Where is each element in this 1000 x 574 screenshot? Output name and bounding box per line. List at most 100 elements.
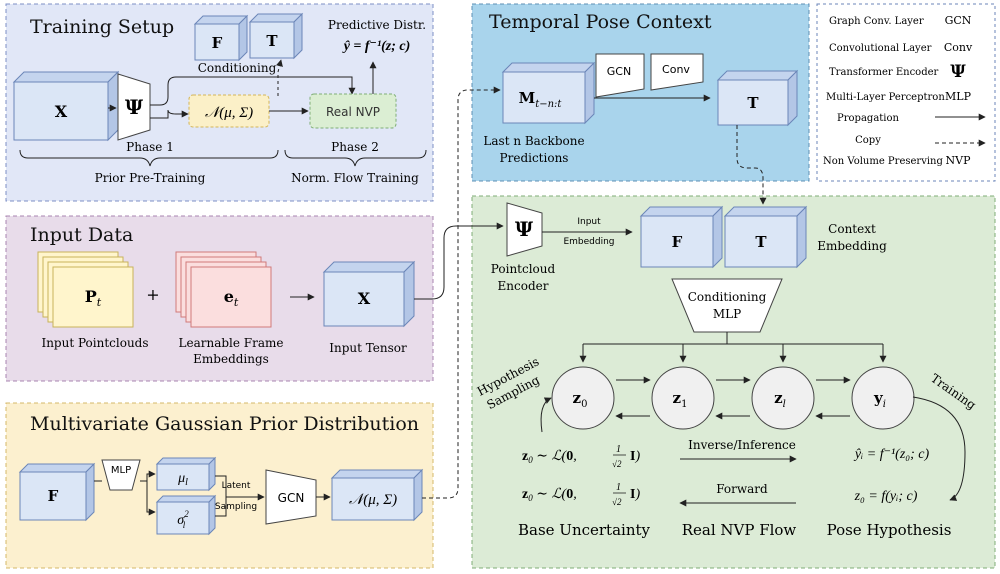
phase2-title: Phase 2 <box>331 140 379 154</box>
encoder-label-2: Encoder <box>498 279 549 293</box>
fwd-formula: z₀ = f(yᵢ; c) <box>854 489 918 504</box>
legend-abbr-0: GCN <box>945 14 972 27</box>
cond-f-symbol: F <box>212 34 223 52</box>
inverse-label: Inverse/Inference <box>688 438 796 452</box>
svg-text:σ2l: σ2l <box>177 509 189 530</box>
phase1-brace <box>19 149 279 167</box>
sigma-symbol: σ <box>177 513 185 528</box>
input-title: Input Data <box>30 224 133 246</box>
legend-abbr-3: MLP <box>945 90 972 103</box>
flow-f-symbol: F <box>672 233 683 251</box>
svg-text:Mt−n:t: Mt−n:t <box>519 89 563 110</box>
temporal-t-box: T <box>716 69 799 127</box>
predictive-title: Predictive Distr. <box>328 18 426 32</box>
yi-symbol: y <box>873 389 884 407</box>
gaussian-normal-box: 𝒩(μ, Σ) <box>330 468 424 522</box>
conditioning-label: Conditioning <box>198 61 277 75</box>
legend-label-3: Multi-Layer Perceptron <box>826 92 945 103</box>
z1-sub: 1 <box>681 399 687 410</box>
training-cond-t: T <box>248 12 304 60</box>
base-formula-top: z0 ∼ ℒ(0, 1 √2 I) <box>522 444 640 469</box>
legend-label-2: Transformer Encoder <box>829 67 939 78</box>
mu-sub: l <box>185 477 188 488</box>
gaussian-label: 𝒩(μ, Σ) <box>205 105 253 121</box>
embedding-symbol: e <box>224 287 234 306</box>
latent-label-2: Sampling <box>215 502 257 512</box>
gaussian-mlp-label: MLP <box>111 465 131 476</box>
node-yi: yi <box>851 366 915 430</box>
context-label-1: Context <box>828 222 876 236</box>
conditioning-mlp: Conditioning MLP <box>671 278 783 333</box>
training-gaussian-box: 𝒩(μ, Σ) <box>188 94 270 128</box>
gaussian-mu-box: μl <box>155 456 217 492</box>
training-title: Training Setup <box>30 16 174 38</box>
norm-flow-label: Norm. Flow Training <box>291 171 419 185</box>
node-z1: z1 <box>651 366 715 430</box>
realnvp-label: Real NVP <box>326 105 380 119</box>
node-z0: z0 <box>551 366 615 430</box>
context-label-2: Embedding <box>817 239 887 253</box>
input-tensor-box: X <box>322 260 416 328</box>
tensor-label: Input Tensor <box>329 341 407 355</box>
gaussian-title: Multivariate Gaussian Prior Distribution <box>30 413 419 435</box>
zl-symbol: z <box>774 389 783 407</box>
embedding-label-1: Learnable Frame <box>179 336 284 350</box>
psi-symbol: Ψ <box>125 95 144 119</box>
gaussian-f-box: F <box>18 462 96 522</box>
embedding-stack: et <box>175 251 272 328</box>
gaussian-f-symbol: F <box>48 487 59 505</box>
input-embedding-label-1: Input <box>577 217 601 227</box>
cond-t-symbol: T <box>266 32 278 50</box>
svg-text:I): I) <box>630 449 640 464</box>
pose-hypothesis-label: Pose Hypothesis <box>827 521 952 539</box>
legend-abbr-6: NVP <box>946 154 972 167</box>
sigma-sup: 2 <box>184 509 189 519</box>
flow-psi-block: Ψ <box>506 202 543 257</box>
flow-psi-symbol: Ψ <box>515 217 534 241</box>
training-x-box: X <box>12 70 120 142</box>
svg-text:z1: z1 <box>673 389 688 410</box>
flow-t-symbol: T <box>755 233 767 251</box>
gaussian-normal-label: 𝒩(μ, Σ) <box>349 492 397 508</box>
mu-symbol: μ <box>177 471 185 486</box>
legend-label-4: Propagation <box>837 113 899 124</box>
gaussian-gcn: GCN <box>265 469 317 525</box>
legend-abbr-2: Ψ <box>950 62 966 82</box>
flow-f-box: F <box>639 205 724 269</box>
cond-mlp-label-1: Conditioning <box>688 290 767 304</box>
legend-label-6: Non Volume Preserving <box>823 156 943 167</box>
z0-symbol: z <box>573 389 582 407</box>
input-embedding-label-2: Embedding <box>563 237 614 247</box>
svg-text:z0 ∼ ℒ(0,: z0 ∼ ℒ(0, <box>522 487 577 503</box>
temporal-conv-label: Conv <box>662 63 690 76</box>
pointcloud-stack: Pt <box>37 251 134 328</box>
m-symbol: M <box>519 89 536 107</box>
svg-text:√2: √2 <box>612 497 622 507</box>
predictive-formula: ŷ = f⁻¹(z; c) <box>342 39 411 54</box>
temporal-label-1: Last n Backbone <box>483 134 584 148</box>
legend-label-1: Convolutional Layer <box>829 43 932 54</box>
training-psi-block: Ψ <box>117 73 151 141</box>
flow-t-box: T <box>723 205 808 269</box>
temporal-gcn-label: GCN <box>607 65 631 78</box>
svg-text:μl: μl <box>177 471 188 488</box>
pointcloud-symbol: P <box>85 287 97 306</box>
legend: Graph Conv. Layer GCN Convolutional Laye… <box>823 14 986 167</box>
svg-text:1: 1 <box>616 482 621 493</box>
z0-sub: 0 <box>581 399 587 410</box>
node-zl: zl <box>751 366 815 430</box>
phase2-brace <box>284 149 427 167</box>
latent-label-1: Latent <box>222 481 251 491</box>
zl-sub: l <box>783 399 786 410</box>
svg-text:et: et <box>224 287 239 309</box>
legend-label-0: Graph Conv. Layer <box>829 16 924 27</box>
svg-text:√2: √2 <box>612 459 622 469</box>
svg-text:yi: yi <box>873 389 886 410</box>
gaussian-gcn-label: GCN <box>278 491 305 505</box>
svg-text:z0 ∼ ℒ(0,: z0 ∼ ℒ(0, <box>522 449 577 465</box>
real-nvp-flow-label: Real NVP Flow <box>682 521 797 539</box>
temporal-label-2: Predictions <box>500 151 569 165</box>
svg-text:Pt: Pt <box>85 287 102 309</box>
temporal-conv: Conv <box>650 53 704 91</box>
